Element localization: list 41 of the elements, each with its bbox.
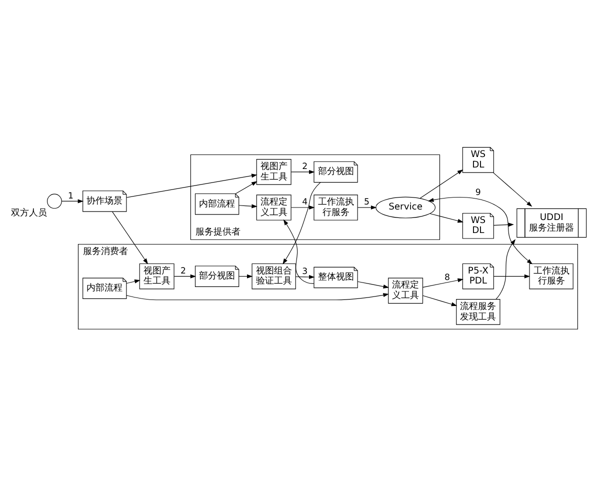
- node-box: 流程定义工具: [388, 277, 424, 304]
- edge-label: 2: [180, 266, 186, 276]
- arrow: [290, 169, 315, 174]
- arrow: [238, 204, 258, 208]
- arrow: [428, 196, 533, 264]
- edge-label: 2: [302, 162, 308, 172]
- arrow: [493, 274, 530, 278]
- arrow: [496, 238, 516, 299]
- arrow: [422, 294, 458, 306]
- arrow: [422, 278, 464, 288]
- arrow: [235, 180, 258, 194]
- arrow: [112, 210, 148, 264]
- arrow: [295, 274, 315, 279]
- node-box: 工作流执行服务: [529, 262, 574, 289]
- arrow: [290, 205, 315, 210]
- edge-label: 9: [475, 187, 481, 198]
- node-box: 视图产生工具: [139, 262, 174, 289]
- arrow: [493, 222, 514, 226]
- arrow: [61, 198, 84, 203]
- arrow: [174, 274, 196, 278]
- arrow: [420, 169, 464, 198]
- node-box: 工作流执行服务: [314, 194, 358, 220]
- arrow: [126, 292, 389, 300]
- edge-label: 3: [302, 266, 308, 277]
- arrow: [282, 182, 321, 264]
- arrow: [430, 212, 464, 222]
- node-box: 流程定义工具: [256, 194, 292, 220]
- arrow: [126, 278, 140, 284]
- node-box: 视图产生工具: [256, 158, 292, 184]
- node-box: 流程服务发现工具: [456, 298, 500, 324]
- node-person: [46, 193, 62, 208]
- arrow: [357, 280, 390, 288]
- edge-label: 8: [444, 272, 450, 282]
- node-label: 双方人员: [10, 207, 47, 218]
- edge-label: 5: [364, 197, 370, 208]
- arrow: [357, 205, 377, 210]
- edge-label: 4: [302, 197, 308, 208]
- node-box: 视图组合验证工具: [252, 262, 296, 289]
- edge-label: 1: [68, 190, 74, 201]
- arrow: [493, 172, 532, 206]
- arrow: [283, 218, 314, 284]
